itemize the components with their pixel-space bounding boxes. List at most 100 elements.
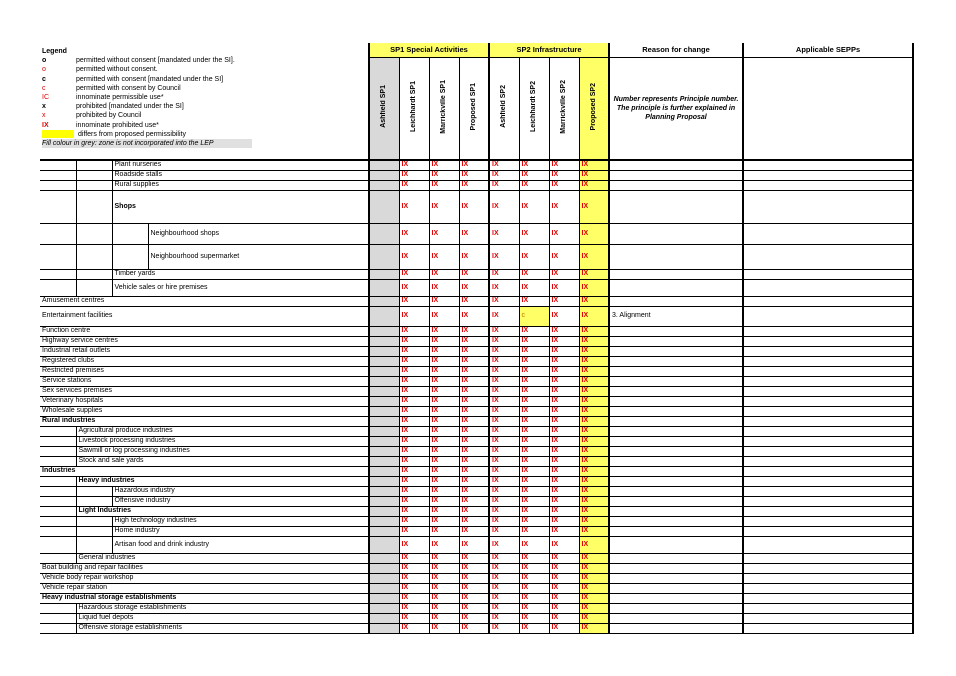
cell-sepps	[742, 396, 915, 407]
cell-proposed-sp2: IX	[578, 583, 610, 594]
col-ashfield-sp2: Ashfield SP2	[488, 57, 519, 161]
cell-proposed-sp2: IX	[578, 496, 610, 507]
cell-proposed-sp1: IX	[458, 244, 489, 270]
cell-sepps	[742, 466, 915, 477]
cell-reason	[608, 553, 744, 564]
cell-proposed-sp2: IX	[578, 190, 610, 224]
cell-proposed-sp1: IX	[458, 476, 489, 487]
legend-desc: permitted with consent [mandated under t…	[76, 75, 224, 83]
cell-ashfield-sp1	[368, 603, 399, 614]
legend-title: Legend	[42, 48, 67, 55]
cell-marrickville-sp1: IX	[428, 366, 459, 377]
cell-reason	[608, 603, 744, 614]
cell-proposed-sp2: IX	[578, 486, 610, 497]
cell-proposed-sp2: IX	[578, 366, 610, 377]
cell-sepps	[742, 244, 915, 270]
indent-cell	[40, 553, 76, 564]
cell-ashfield-sp1	[368, 593, 399, 604]
cell-marrickville-sp2: IX	[548, 386, 579, 397]
col-leichhardt-sp2: Leichhardt SP2	[518, 57, 549, 161]
cell-proposed-sp1: IX	[458, 496, 489, 507]
cell-reason: 3. Alignment	[608, 306, 744, 327]
cell-leichhardt-sp1: IX	[398, 573, 429, 584]
indent-cell	[40, 170, 76, 181]
cell-marrickville-sp2: IX	[548, 583, 579, 594]
cell-proposed-sp2: IX	[578, 306, 610, 327]
row-label: Registered clubs	[40, 356, 369, 367]
cell-ashfield-sp2: IX	[488, 406, 519, 417]
cell-ashfield-sp2: IX	[488, 446, 519, 457]
row-label: General industries	[75, 553, 369, 564]
cell-ashfield-sp1	[368, 446, 399, 457]
cell-reason	[608, 426, 744, 437]
cell-marrickville-sp2: IX	[548, 593, 579, 604]
cell-marrickville-sp1: IX	[428, 456, 459, 467]
cell-ashfield-sp1	[368, 426, 399, 437]
row-label: Veterinary hospitals	[40, 396, 369, 407]
cell-proposed-sp2: IX	[578, 593, 610, 604]
cell-marrickville-sp1: IX	[428, 279, 459, 297]
cell-sepps	[742, 583, 915, 594]
cell-reason	[608, 269, 744, 280]
cell-proposed-sp2: IX	[578, 476, 610, 487]
cell-ashfield-sp1	[368, 269, 399, 280]
cell-leichhardt-sp2: IX	[518, 366, 549, 377]
cell-ashfield-sp1	[368, 563, 399, 574]
indent-cell	[40, 279, 76, 297]
cell-ashfield-sp2: IX	[488, 306, 519, 327]
cell-proposed-sp1: IX	[458, 436, 489, 447]
cell-ashfield-sp1	[368, 336, 399, 347]
cell-marrickville-sp2: IX	[548, 170, 579, 181]
column-header-row: Ashfield SP1 Leichhardt SP1 Marrickville…	[40, 57, 915, 161]
cell-marrickville-sp2: IX	[548, 244, 579, 270]
legend-code: o	[42, 66, 46, 74]
cell-sepps	[742, 279, 915, 297]
row-label: Offensive storage establishments	[75, 623, 369, 634]
cell-ashfield-sp2: IX	[488, 516, 519, 527]
cell-ashfield-sp1	[368, 623, 399, 634]
indent-cell	[40, 476, 76, 487]
cell-proposed-sp1: IX	[458, 623, 489, 634]
legend-desc: prohibited [mandated under the SI]	[76, 103, 184, 111]
row-label: Hazardous storage establishments	[75, 603, 369, 614]
cell-ashfield-sp1	[368, 279, 399, 297]
cell-leichhardt-sp2: IX	[518, 553, 549, 564]
cell-leichhardt-sp2: IX	[518, 506, 549, 517]
cell-reason	[608, 386, 744, 397]
sepps-header: Applicable SEPPs	[742, 43, 915, 58]
cell-reason	[608, 496, 744, 507]
cell-sepps	[742, 426, 915, 437]
cell-reason	[608, 446, 744, 457]
row-label: Boat building and repair facilities	[40, 563, 369, 574]
cell-marrickville-sp1: IX	[428, 573, 459, 584]
cell-ashfield-sp1	[368, 244, 399, 270]
cell-ashfield-sp2: IX	[488, 466, 519, 477]
cell-ashfield-sp1	[368, 476, 399, 487]
cell-leichhardt-sp1: IX	[398, 436, 429, 447]
row-label: Plant nurseries	[111, 160, 369, 171]
cell-marrickville-sp2: IX	[548, 536, 579, 554]
cell-marrickville-sp1: IX	[428, 563, 459, 574]
cell-ashfield-sp1	[368, 536, 399, 554]
cell-leichhardt-sp1: IX	[398, 446, 429, 457]
cell-marrickville-sp2: IX	[548, 496, 579, 507]
cell-ashfield-sp1	[368, 356, 399, 367]
cell-sepps	[742, 366, 915, 377]
cell-leichhardt-sp2: c	[518, 306, 549, 327]
cell-proposed-sp1: IX	[458, 486, 489, 497]
cell-leichhardt-sp2: IX	[518, 516, 549, 527]
cell-leichhardt-sp1: IX	[398, 476, 429, 487]
legend-code: c	[42, 84, 46, 92]
cell-leichhardt-sp2: IX	[518, 279, 549, 297]
cell-marrickville-sp2: IX	[548, 366, 579, 377]
cell-leichhardt-sp2: IX	[518, 436, 549, 447]
cell-sepps	[742, 506, 915, 517]
